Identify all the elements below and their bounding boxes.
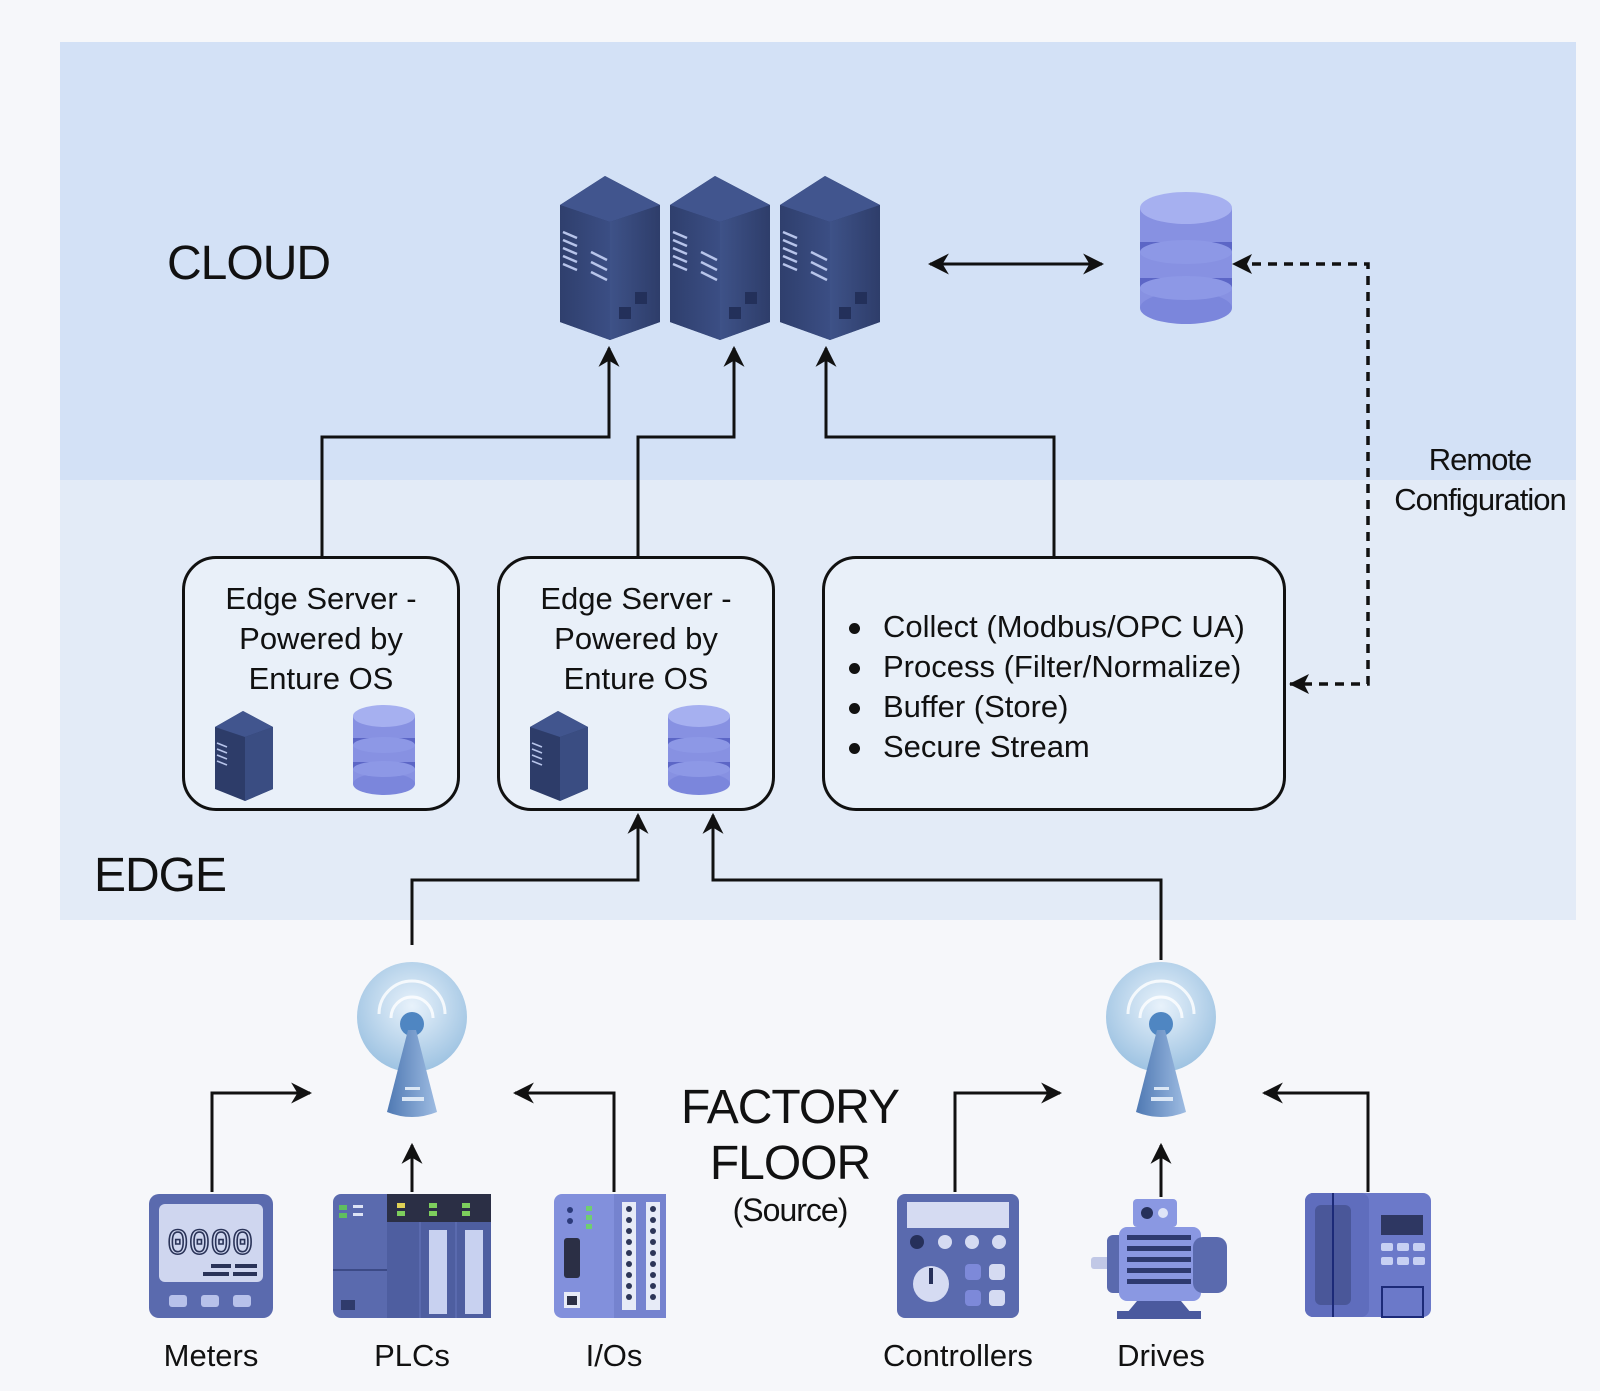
device-label-plcs: PLCs — [374, 1338, 450, 1373]
edge-title-line3: Enture OS — [248, 661, 394, 696]
edge-title-line2: Powered by — [239, 621, 403, 656]
device-drives — [1091, 1197, 1231, 1324]
function-item: Process (Filter/Normalize) — [845, 647, 1245, 687]
meter-icon: 0000 — [149, 1194, 273, 1318]
factory-floor-sublabel: (Source) — [732, 1192, 849, 1228]
function-item: Collect (Modbus/OPC UA) — [845, 607, 1245, 647]
edge-server-box: Edge Server - Powered by Enture OS — [182, 556, 460, 811]
edge-title-line2: Powered by — [554, 621, 718, 656]
controllers-to-gateway-arrow — [953, 1082, 1063, 1192]
server-rack-icon — [560, 176, 660, 340]
device-hmi-panel — [1303, 1191, 1433, 1324]
edge-server-box: Edge Server - Powered by Enture OS — [497, 556, 775, 811]
edge-title-line1: Edge Server - — [225, 581, 417, 616]
meter-display: 0000 — [167, 1224, 253, 1265]
server-icon — [530, 711, 588, 801]
device-plcs — [331, 1192, 493, 1325]
edge-label: EDGE — [94, 849, 227, 902]
device-ios — [552, 1192, 668, 1325]
ios-to-gateway-arrow — [512, 1082, 616, 1192]
remote-label-line1: Remote — [1428, 442, 1533, 477]
plc-icon — [333, 1194, 491, 1318]
device-label-ios: I/Os — [585, 1338, 643, 1373]
device-controllers — [895, 1192, 1021, 1325]
remote-configuration-label: Remote Configuration — [1376, 440, 1584, 520]
io-module-icon — [554, 1194, 666, 1318]
edge-server-title: Edge Server - Powered by Enture OS — [500, 579, 772, 699]
hmi-panel-icon — [1305, 1193, 1431, 1318]
edge-title-line1: Edge Server - — [540, 581, 732, 616]
device-label-meters: Meters — [163, 1338, 259, 1373]
device-meters: 0000 — [147, 1192, 275, 1325]
server-rack-icon — [670, 176, 770, 340]
cloud-server-cluster — [560, 176, 880, 340]
function-item: Secure Stream — [845, 727, 1245, 767]
edge-functions-list: Collect (Modbus/OPC UA) Process (Filter/… — [845, 607, 1245, 767]
server-icon — [215, 711, 273, 801]
database-icon — [668, 705, 730, 795]
device-label-drives: Drives — [1117, 1338, 1205, 1373]
controller-icon — [897, 1194, 1019, 1318]
motor-drive-icon — [1091, 1199, 1227, 1319]
remote-label-line2: Configuration — [1394, 482, 1566, 517]
cloud-label: CLOUD — [167, 237, 331, 290]
meters-to-gateway-arrow — [210, 1082, 313, 1192]
edge-functions-box: Collect (Modbus/OPC UA) Process (Filter/… — [822, 556, 1286, 811]
edge-server-title: Edge Server - Powered by Enture OS — [185, 579, 457, 699]
hmi-to-gateway-arrow — [1261, 1082, 1370, 1192]
function-item: Buffer (Store) — [845, 687, 1245, 727]
device-label-controllers: Controllers — [883, 1338, 1033, 1373]
cloud-database-icon — [1140, 192, 1232, 324]
database-icon — [353, 705, 415, 795]
edge-title-line3: Enture OS — [563, 661, 709, 696]
wireless-gateway-icon — [1106, 962, 1216, 1117]
server-rack-icon — [780, 176, 880, 340]
factory-floor-label: FACTORY FLOOR — [681, 1081, 900, 1190]
wireless-gateway-icon — [357, 962, 467, 1117]
